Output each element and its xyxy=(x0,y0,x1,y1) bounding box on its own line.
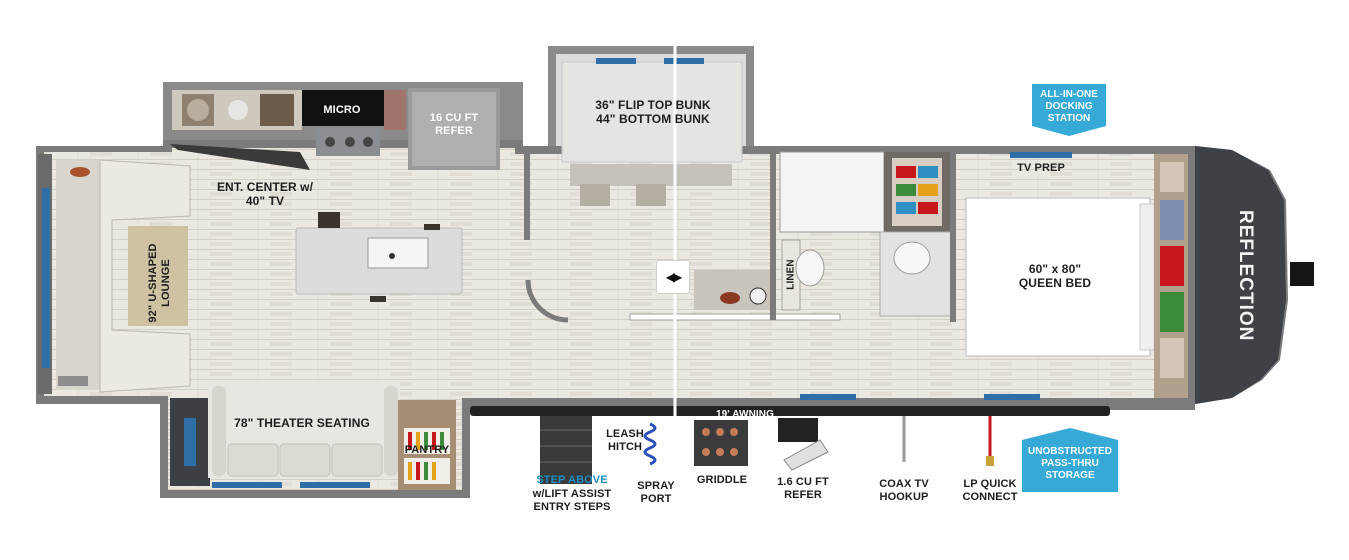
pantry-label: PANTRY xyxy=(404,444,450,456)
griddle-label: GRIDDLE xyxy=(696,474,748,486)
lp-label: LP QUICK CONNECT xyxy=(962,478,1018,503)
tv-prep-label: TV PREP xyxy=(1017,162,1065,174)
awning-label: 19' AWNING xyxy=(715,409,775,420)
brand-logo: REFLECTION xyxy=(1235,210,1256,342)
theater-label: 78" THEATER SEATING xyxy=(234,416,370,430)
outside-refer-label: 1.6 CU FT REFER xyxy=(777,476,829,501)
left-right-arrows-icon: ◀▶ xyxy=(665,270,683,284)
kitchen-slide xyxy=(170,88,500,170)
storage-callout: UNOBSTRUCTED PASS-THRU STORAGE xyxy=(1022,440,1118,492)
queen-bed-label: 60" x 80" QUEEN BED xyxy=(1018,262,1092,290)
linen-label: LINEN xyxy=(785,259,797,290)
lift-assist-label: w/LIFT ASSIST ENTRY STEPS xyxy=(532,488,612,513)
bathroom xyxy=(779,151,956,322)
lounge-label: 92" U-SHAPED LOUNGE xyxy=(147,243,172,323)
bunk-label: 36" FLIP TOP BUNK 44" BOTTOM BUNK xyxy=(595,98,711,126)
rear-lounge xyxy=(38,154,191,394)
bedroom xyxy=(800,152,1188,400)
leash-hitch-label: LEASH HITCH xyxy=(606,428,644,453)
step-above-label: STEP ABOVE xyxy=(536,474,608,486)
interior-walls xyxy=(524,146,841,323)
micro-label: MICRO xyxy=(323,104,361,116)
compare-slider-handle[interactable]: ◀▶ xyxy=(656,260,690,294)
refer-label: 16 CU FT REFER xyxy=(429,112,479,137)
coax-label: COAX TV HOOKUP xyxy=(879,478,929,503)
spray-port-label: SPRAY PORT xyxy=(637,480,675,505)
bunk-area xyxy=(561,58,743,206)
kitchen-island xyxy=(295,212,463,302)
exterior-features xyxy=(470,406,1110,484)
docking-callout: ALL-IN-ONE DOCKING STATION xyxy=(1032,84,1106,126)
theater-seating xyxy=(170,380,456,490)
ent-center-label: ENT. CENTER w/ 40" TV xyxy=(216,180,314,208)
